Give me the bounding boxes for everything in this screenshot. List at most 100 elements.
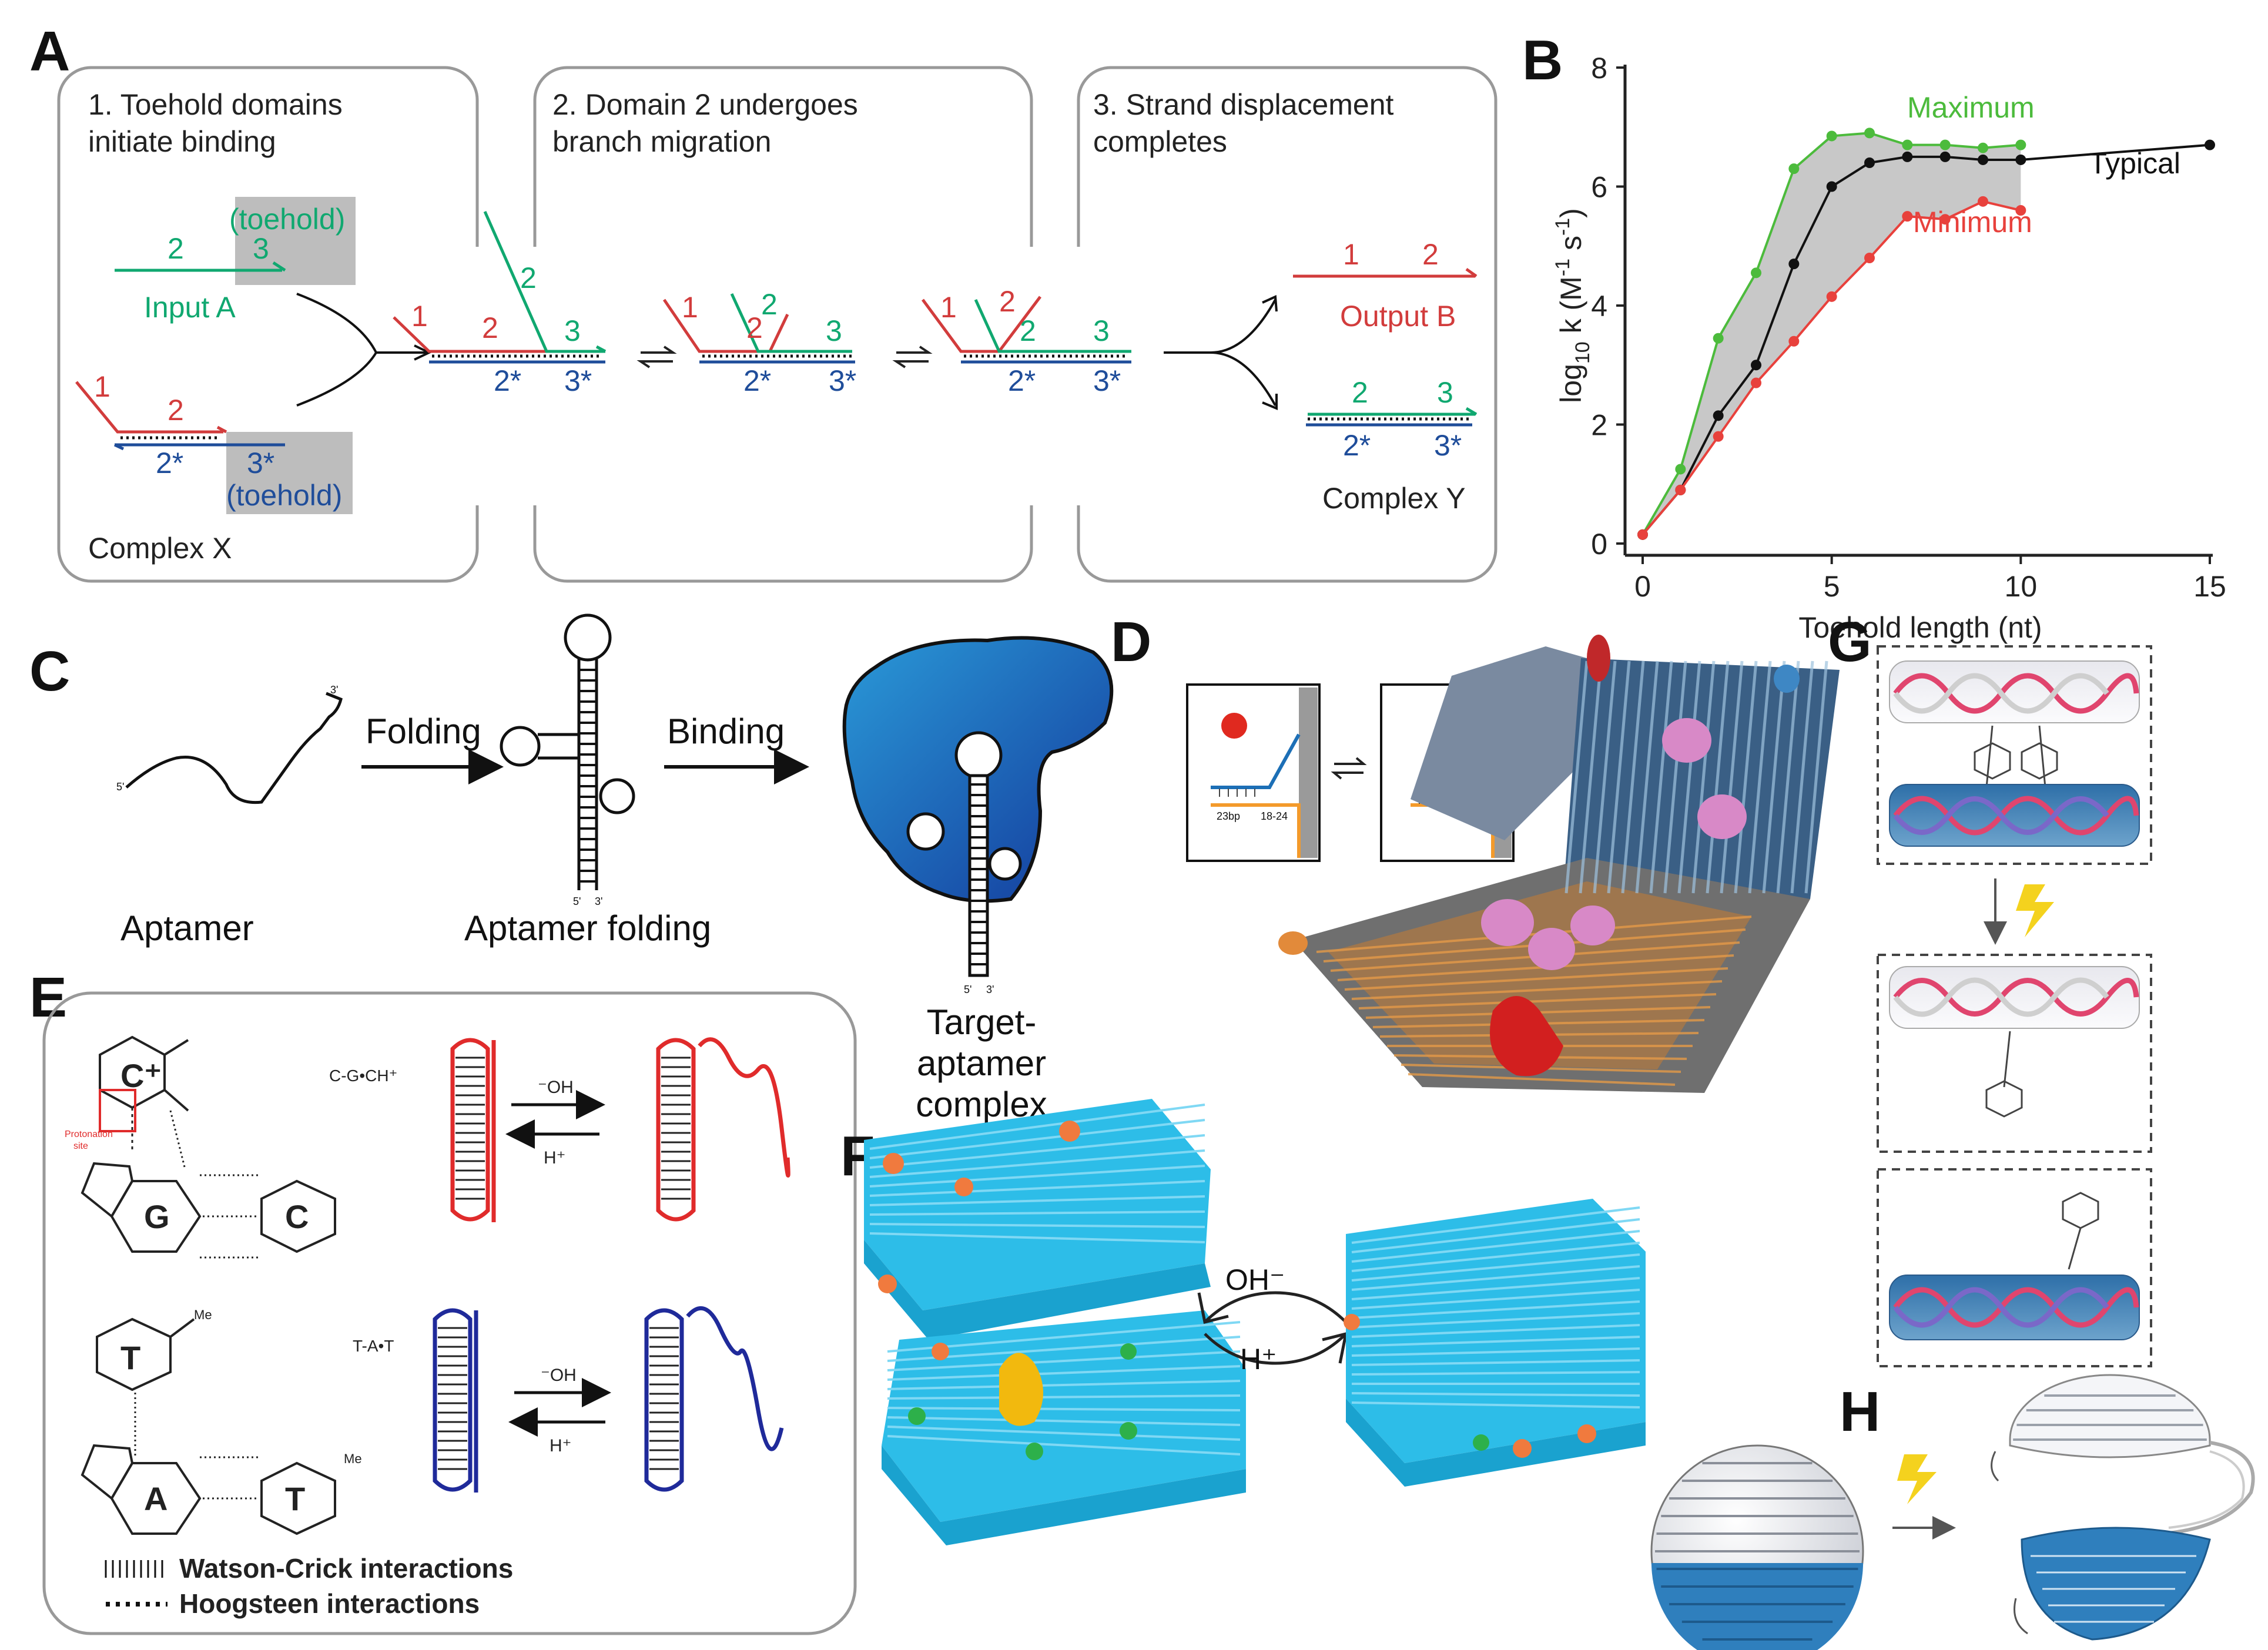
bound-aptamer-base-pairs <box>970 783 987 965</box>
origami-helix <box>1358 993 1717 1010</box>
panel-e: E C⁺ Protonation site G C T Me A <box>29 966 857 1635</box>
data-point-maximum <box>1902 139 1913 150</box>
lock-equilibrium-arrow <box>1334 757 1367 765</box>
aptamer-end-5: 5' <box>116 781 124 793</box>
svg-text:2: 2 <box>1352 376 1368 409</box>
step3-line1: 3. Strand displacement <box>1093 88 1394 121</box>
y-tick-label: 6 <box>1591 171 1607 204</box>
panel-e-legend: Watson-Crick interactions Hoogsteen inte… <box>105 1553 513 1619</box>
origami-helix <box>1579 660 1603 894</box>
box-gap-right <box>1020 247 1093 505</box>
svg-text:2: 2 <box>482 311 498 344</box>
origami-helix <box>887 1426 1241 1441</box>
svg-text:Me: Me <box>344 1451 362 1466</box>
origami-helix <box>1351 1324 1640 1338</box>
payload-pink-5 <box>1570 906 1615 945</box>
svg-text:2*: 2* <box>743 364 771 397</box>
panel-h: H <box>1650 1374 2255 1650</box>
origami-helix <box>869 1134 1205 1169</box>
aptamer-label: Aptamer <box>120 908 254 948</box>
data-point-minimum <box>1751 377 1761 388</box>
origami-helix <box>1804 660 1828 894</box>
origami-lid <box>1563 658 1840 899</box>
origami-helix <box>1351 1392 1640 1397</box>
origami-helix <box>1649 660 1673 894</box>
origami-helix <box>1351 1359 1640 1366</box>
input-a-label: Input A <box>144 291 236 324</box>
intermediate-2: 1 2 2 3 2* 3* <box>662 288 856 397</box>
origami-helix <box>1734 660 1758 894</box>
origami-helix <box>1316 915 1752 953</box>
data-point-typical <box>2205 139 2215 150</box>
origami-helix <box>1593 660 1617 894</box>
unfolded-aptamer-strand <box>125 692 343 804</box>
y-tick-label: 2 <box>1591 409 1607 442</box>
complex-y-label: Complex Y <box>1322 482 1466 515</box>
input-domain-3: 3 <box>253 232 269 265</box>
y-tick-label: 0 <box>1591 528 1607 561</box>
open-sphere-top-half <box>2009 1374 2211 1458</box>
cgc-label: C-G•CH⁺ <box>329 1067 397 1085</box>
binding-label: Binding <box>667 712 785 751</box>
input-domain-2: 2 <box>167 232 184 265</box>
svg-text:H⁺: H⁺ <box>544 1148 566 1168</box>
folded-aptamer <box>500 613 635 890</box>
origami-box-closed <box>1344 1199 1646 1487</box>
folding-label: Folding <box>366 712 481 751</box>
origami-helix <box>1351 1300 1640 1319</box>
origami-helix <box>1351 1242 1640 1272</box>
folded-end-5: 5' <box>573 896 581 907</box>
svg-text:2: 2 <box>746 311 763 344</box>
target-label-2: aptamer <box>917 1044 1046 1083</box>
thymine-ring-2 <box>260 1461 336 1535</box>
svg-text:3*: 3* <box>564 364 592 397</box>
range-band <box>1643 133 2021 535</box>
data-point-maximum <box>1939 139 1951 150</box>
protonation-highlight <box>99 1089 136 1132</box>
protonation-label-2: site <box>73 1141 88 1151</box>
cytosine-ring <box>260 1179 336 1253</box>
svg-text:⁻OH: ⁻OH <box>541 1366 577 1385</box>
svg-text:1: 1 <box>94 370 110 403</box>
svg-text:2*: 2* <box>156 447 183 479</box>
step2-line1: 2. Domain 2 undergoes <box>552 88 858 121</box>
opening-arrow <box>1204 1333 1347 1365</box>
panel-label-d: D <box>1111 611 1151 673</box>
step1-line2: initiate binding <box>88 125 276 158</box>
series-label-typical: Typical <box>2089 147 2180 180</box>
svg-text:2: 2 <box>761 288 778 321</box>
svg-text:T: T <box>285 1480 305 1517</box>
y-axis-label: log10 k (M-1 s-1) <box>1552 208 1594 403</box>
panel-label-g: G <box>1828 611 1872 673</box>
red-open-hairpin <box>656 1038 696 1222</box>
origami-helix <box>869 1149 1205 1178</box>
svg-text:2: 2 <box>1020 314 1036 347</box>
origami-helix <box>1351 1336 1640 1347</box>
svg-text:2*: 2* <box>494 364 521 397</box>
data-point-maximum <box>1675 464 1686 475</box>
lock-bp-label: 23bp <box>1217 810 1240 822</box>
y-tick-label: 4 <box>1591 290 1607 323</box>
svg-text:C: C <box>285 1198 309 1235</box>
intermediate-3: 1 2 2 3 2* 3* <box>921 285 1131 397</box>
origami-helix <box>1351 1230 1640 1263</box>
hoogsteen-legend: Hoogsteen interactions <box>179 1588 480 1619</box>
origami-helix <box>1351 1265 1640 1291</box>
origami-helix <box>1790 660 1814 894</box>
red-hairpin <box>450 1038 490 1222</box>
origami-helix <box>1635 660 1659 894</box>
origami-helix <box>887 1407 1241 1411</box>
panel-a: A 1. Toehold domains initiate binding 2.… <box>29 20 1498 583</box>
origami-helix <box>887 1416 1241 1426</box>
complex-x-top-strand <box>75 381 223 434</box>
panel-label-a: A <box>29 20 70 83</box>
panel-label-b: B <box>1522 29 1563 92</box>
bound-end-5: 5' <box>964 984 971 995</box>
panel-d: D 23bp 18-24 <box>1111 611 1840 1093</box>
data-point-typical <box>1902 151 1913 162</box>
origami-helix <box>887 1365 1241 1381</box>
aptamer-end-3: 3' <box>330 684 338 696</box>
equilibrium-arrow-1 <box>636 346 677 368</box>
origami-helix <box>1351 1312 1640 1329</box>
